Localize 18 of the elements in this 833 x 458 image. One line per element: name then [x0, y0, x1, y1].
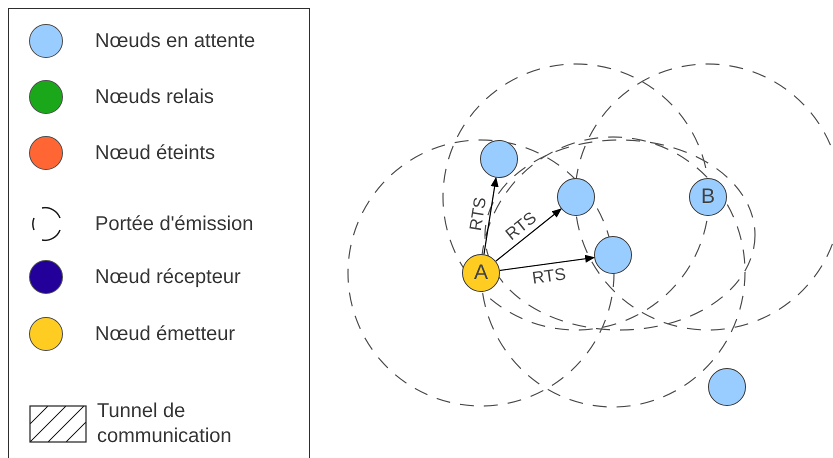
waiting-node: [557, 178, 595, 216]
legend-label: Nœud émetteur: [95, 322, 236, 346]
legend-label: Nœud récepteur: [95, 264, 242, 290]
waiting-node: [594, 236, 632, 274]
sender-node: [462, 254, 500, 292]
legend-label: Nœuds en attente: [95, 28, 256, 54]
waiting-node: [708, 368, 746, 406]
waiting-node: [480, 140, 518, 178]
legend-label: Nœud éteints: [95, 140, 216, 166]
node-label: A: [474, 261, 488, 285]
arrow: [483, 176, 499, 254]
arrow: [500, 254, 596, 272]
node-label: B: [700, 185, 715, 209]
legend-label: Nœuds relais: [95, 84, 215, 110]
arrow: [495, 208, 562, 262]
legend-label: Portée d'émission: [95, 212, 254, 236]
legend-label: Tunnel de communication: [97, 399, 233, 449]
waiting-node: [689, 178, 727, 216]
